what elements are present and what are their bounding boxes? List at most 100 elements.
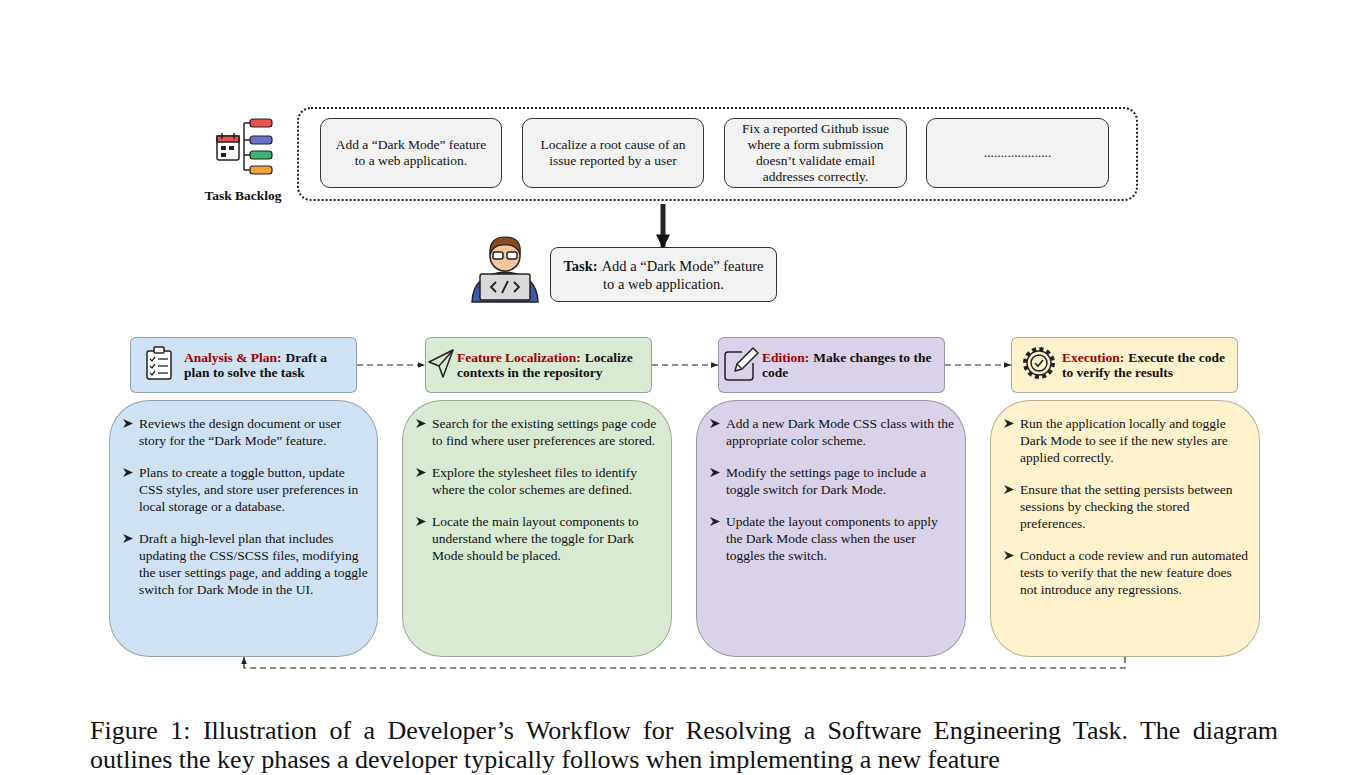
bullet-arrow [416,517,426,526]
gear-icon-part [1031,355,1047,371]
developer-icon-part [472,272,538,302]
bullet-text: Reviews the design document or user stor… [139,416,341,448]
bullet-text: Ensure that the setting persists between… [1020,482,1233,531]
backlog-icon-part [250,136,272,144]
clipboard-icon-part [150,357,155,361]
backlog-icon-part [250,119,272,127]
phase-header: Execution:Execute the code to verify the… [1011,337,1238,393]
bullet-item: Conduct a code review and run automated … [1020,547,1251,598]
bullet-item: Run the application locally and toggle D… [1020,415,1251,466]
backlog-task: .................... [926,118,1109,188]
pencil-icon-part [737,364,742,369]
gear-icon [1025,349,1053,377]
backlog-icon-part [244,169,250,171]
bullet-text: Explore the stylesheet files to identify… [432,465,637,497]
bullet-arrow [1004,485,1014,494]
heading-text: Task: [564,258,598,274]
bullet-arrow [123,468,133,477]
backlog-icon-part [244,154,250,156]
developer-icon-part [507,252,517,259]
task-text: Fix a reported Github issue where a form… [735,121,896,185]
developer-icon-part [514,282,519,292]
text-wrap: Task:Add a “Dark Mode” feature to a web … [561,257,766,293]
task-text: .................... [984,145,1052,161]
developer-icon-part [490,237,520,254]
bullet-item: Explore the stylesheet files to identify… [432,464,663,498]
bullet-arrow [709,418,721,429]
dashed-arrow [244,657,1125,668]
backlog-icon-part [244,122,250,124]
text-wrap: Edition:Make changes to the code [762,350,938,380]
heading-text: Execution: [1062,350,1124,365]
bullet-arrow [1003,484,1015,495]
heading-text: Feature Localization: [457,350,581,365]
backlog-icon-part [243,123,245,170]
phase-body: Reviews the design document or user stor… [109,400,378,657]
bullet-arrow [1004,551,1014,560]
gear-icon-part [1027,351,1051,375]
backlog-icon-part [217,136,239,142]
body-text: Add a “Dark Mode” feature to a web appli… [602,258,764,292]
bullet-text: Draft a high-level plan that includes up… [139,531,368,597]
backlog-icon-part [221,153,226,157]
bullet-arrow [1004,419,1014,428]
bullet-arrow [122,467,134,478]
task-box: Task:Add a “Dark Mode” feature to a web … [550,247,777,302]
clipboard-icon-part [150,371,155,375]
text-wrap: Feature Localization:Localize contexts i… [457,350,645,380]
developer-icon-part [502,281,508,293]
developer-icon-part [480,274,530,300]
bullet-arrow [709,467,721,478]
bullet-arrow [710,517,720,526]
bullet-text: Locate the main layout components to und… [432,514,639,563]
bullet-text: Conduct a code review and run automated … [1020,548,1248,597]
bullet-item: Locate the main layout components to und… [432,513,663,564]
bullet-arrow [122,418,134,429]
bullet-text: Add a new Dark Mode CSS class with the a… [726,416,954,448]
bullet-item: Update the layout components to apply th… [726,513,957,564]
developer-icon [472,237,538,302]
clipboard-icon-part [158,372,168,373]
bullet-item: Add a new Dark Mode CSS class with the a… [726,415,957,449]
bullet-text: Search for the existing settings page co… [432,416,656,448]
text-wrap: Analysis & Plan:Draft a plan to solve th… [184,350,350,380]
backlog-icon-part [221,133,223,139]
clipboard-icon-part [150,364,155,368]
backlog-icon-part [221,146,226,150]
bullet-arrow [710,419,720,428]
developer-icon-part [490,241,520,271]
bullet-arrow [123,419,133,428]
bullet-arrow [1003,418,1015,429]
bullet-arrow [416,468,426,477]
clipboard-icon-part [154,347,164,353]
dashed-arrow [357,364,425,365]
phase-body: Search for the existing settings page co… [402,400,672,657]
pencil-icon [725,348,758,380]
bullet-arrow [1003,550,1015,561]
bullet-arrow [710,468,720,477]
pencil-icon-part [735,348,758,371]
bullet-item: Ensure that the setting persists between… [1020,481,1251,532]
bullet-arrow [123,534,133,543]
bullet-item: Plans to create a toggle button, update … [139,464,369,515]
bullet-arrow [415,418,427,429]
gear-icon-part [1025,349,1053,377]
bullet-item: Search for the existing settings page co… [432,415,663,449]
bullet-text: Run the application locally and toggle D… [1020,416,1228,465]
phase-body: Add a new Dark Mode CSS class with the a… [696,400,966,657]
backlog-icon-part [250,151,272,159]
bullet-arrow [122,533,134,544]
bullet-arrow [415,516,427,527]
backlog-task: Fix a reported Github issue where a form… [724,118,907,188]
backlog-label: Task Backlog [193,188,293,204]
backlog-icon-part [250,166,272,174]
developer-icon-part [493,252,503,259]
task-text: Add a “Dark Mode” feature to a web appli… [331,137,491,169]
bullet-text: Plans to create a toggle button, update … [139,465,358,514]
task-backlog: Add a “Dark Mode” feature to a web appli… [297,107,1138,201]
bullet-item: Modify the settings page to include a to… [726,464,957,498]
paper-plane-icon-part [439,350,453,366]
phase-header: Analysis & Plan:Draft a plan to solve th… [130,337,357,393]
backlog-icon-part [233,133,235,139]
backlog-icon-part [217,136,239,160]
